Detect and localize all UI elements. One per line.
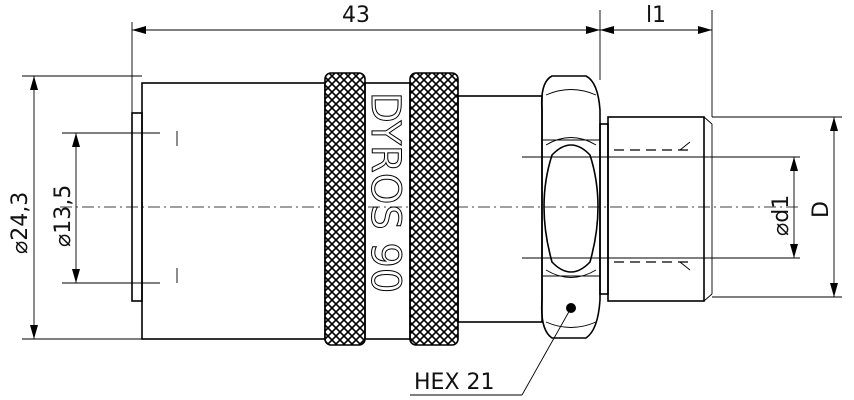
dimension-thread-length-label: l1 <box>646 3 666 28</box>
hex-label: HEX 21 <box>414 370 495 395</box>
branding-text: DYROS 90 <box>362 92 408 293</box>
hex-nut <box>540 75 601 339</box>
knurl-ring-left <box>324 72 366 346</box>
dimension-thread-diameter-label: D <box>809 201 834 218</box>
dimension-outer-diameter <box>22 75 142 340</box>
dimension-inner-diameter <box>62 132 160 284</box>
branding-band <box>364 82 411 340</box>
dimension-inner-diameter-label: ⌀13,5 <box>51 185 76 247</box>
dimension-thread-length <box>600 10 713 117</box>
knurl-ring-right <box>409 72 459 346</box>
dimension-length-label: 43 <box>342 3 370 28</box>
threaded-stem <box>599 116 713 302</box>
sleeve-body <box>131 82 326 340</box>
dimension-thread-inner-diameter <box>522 156 800 259</box>
dimension-thread-diameter <box>712 116 842 298</box>
dimension-outer-diameter-label: ⌀24,3 <box>8 192 33 254</box>
dimension-thread-inner-diameter-label: ⌀d1 <box>769 195 794 236</box>
dimension-length <box>131 10 601 113</box>
hex-leader-line <box>521 307 572 396</box>
middle-body <box>457 95 543 323</box>
